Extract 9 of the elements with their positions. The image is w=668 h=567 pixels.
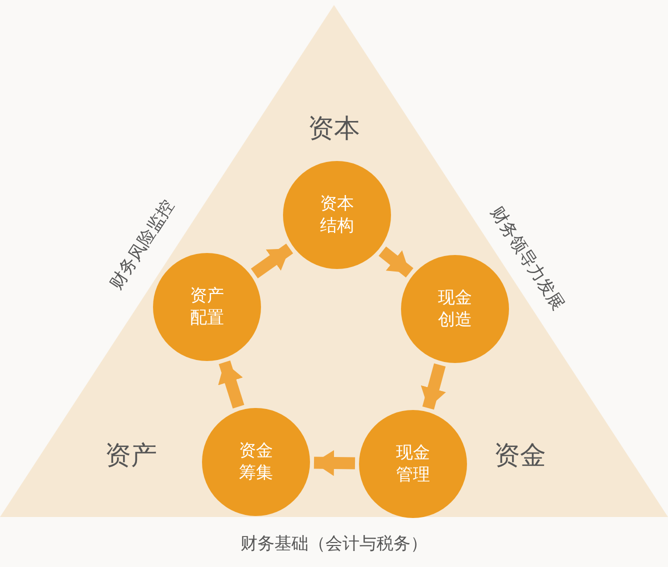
corner-label: 资金 [494,440,546,472]
arrow [378,246,414,278]
corner-label: 资本 [308,112,360,146]
arrow [420,363,446,410]
arrow [314,450,356,476]
arrow [250,244,294,278]
base-label: 财务基础（会计与税务） [240,532,428,554]
corner-label: 资产 [105,440,157,472]
arrow [218,360,244,408]
